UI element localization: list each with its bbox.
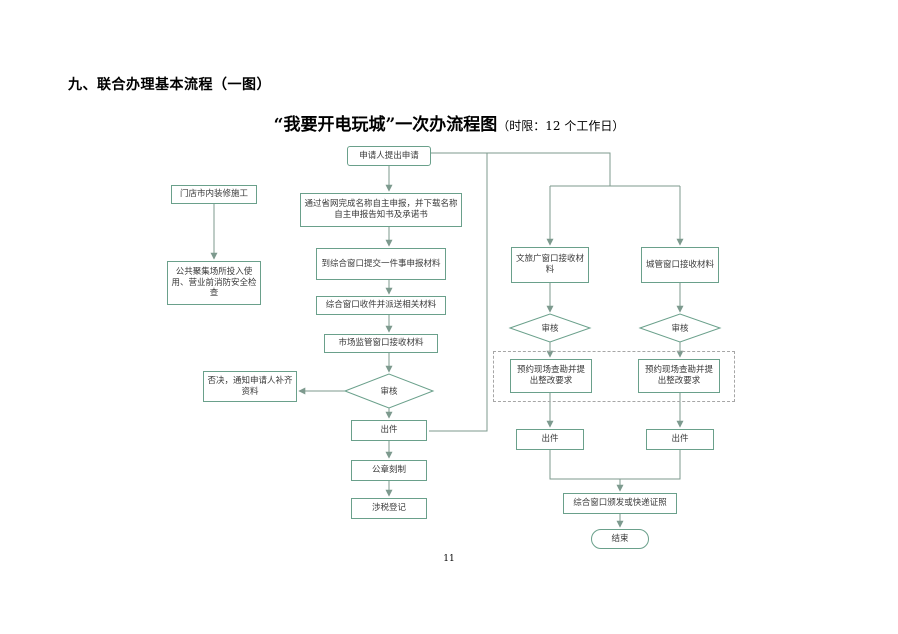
decision-label-city-review: 审核 (671, 324, 689, 334)
connector-lines (210, 152, 684, 528)
page-number: 11 (443, 554, 455, 564)
flowchart-title-note: （时限：12 个工作日） (497, 119, 625, 133)
flow-node-dispatch-materials: 综合窗口收件并派送相关材料 (316, 296, 446, 315)
flowchart-title: “我要开电玩城”一次办流程图（时限：12 个工作日） (0, 110, 898, 135)
flow-node-tax-registration: 涉税登记 (351, 498, 427, 519)
decision-label-main-review: 审核 (380, 387, 398, 397)
site-survey-group-outline (493, 351, 735, 402)
decision-label-culture-review: 审核 (541, 324, 559, 334)
flow-node-output-main: 出件 (351, 420, 427, 441)
flow-node-site-survey-culture: 预约现场查勘并提出整改要求 (510, 359, 592, 393)
flow-node-market-window: 市场监管窗口接收材料 (324, 334, 438, 353)
flow-node-start: 申请人提出申请 (347, 146, 431, 166)
decision-diamond-culture (508, 313, 592, 343)
flow-node-name-self-declare: 通过省网完成名称自主申报，并下载名称自主申报告知书及承诺书 (300, 193, 462, 227)
decision-diamond-main (343, 373, 435, 409)
flow-node-submit-materials: 到综合窗口提交一件事申报材料 (316, 248, 446, 280)
flow-node-seal-making: 公章刻制 (351, 460, 427, 481)
flow-node-reject-notice: 否决，通知申请人补齐资料 (203, 371, 297, 402)
flow-node-output-culture: 出件 (516, 429, 584, 450)
flow-node-city-mgmt-window: 城管窗口接收材料 (641, 247, 719, 283)
flow-node-end: 结束 (591, 529, 649, 549)
flow-node-store-decoration: 门店市内装修施工 (171, 185, 257, 204)
decision-diamonds (343, 313, 722, 409)
flow-node-site-survey-city: 预约现场查勘并提出整改要求 (638, 359, 720, 393)
flow-node-culture-window: 文旅广窗口接收材料 (511, 247, 589, 283)
decision-diamond-city (638, 313, 722, 343)
flow-node-fire-safety-check: 公共聚集场所投入使用、营业前消防安全检查 (167, 261, 261, 305)
flowchart-title-main: “我要开电玩城”一次办流程图 (273, 115, 498, 135)
flow-node-issue-license: 综合窗口颁发或快递证照 (563, 493, 677, 514)
section-heading: 九、联合办理基本流程（一图） (68, 77, 271, 93)
flow-node-output-city: 出件 (646, 429, 714, 450)
